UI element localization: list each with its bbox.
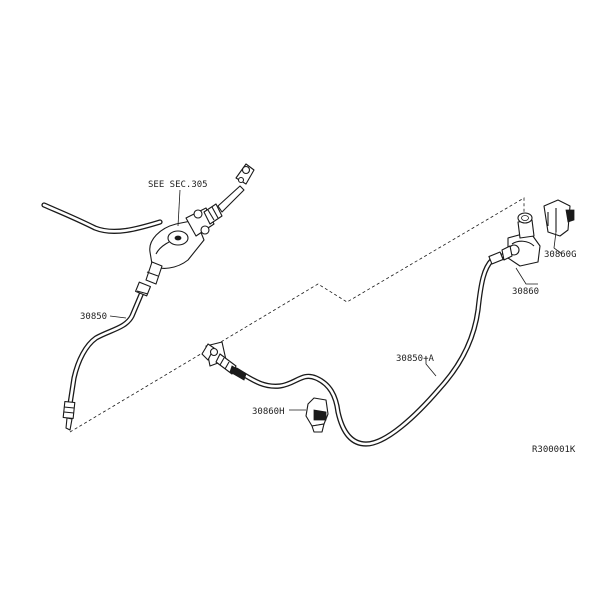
label-30860h: 30860H [252,407,285,417]
label-30850a: 30850+A [396,354,435,364]
hose-30850 [41,202,163,431]
clip-30860g [543,199,575,237]
reference-dashed-line [69,197,525,433]
clamp-30860h [305,397,329,433]
figure-code: R300001K [532,445,576,455]
leader-lines [109,189,563,411]
label-30850: 30850 [80,312,107,322]
operating-cylinder-30860 [501,212,541,267]
label-30860g: 30860G [544,250,577,260]
label-see-sec: SEE SEC.305 [148,180,208,190]
label-30860: 30860 [512,287,539,297]
hose-30850a [201,251,505,447]
clutch-master-cylinder [145,163,255,285]
